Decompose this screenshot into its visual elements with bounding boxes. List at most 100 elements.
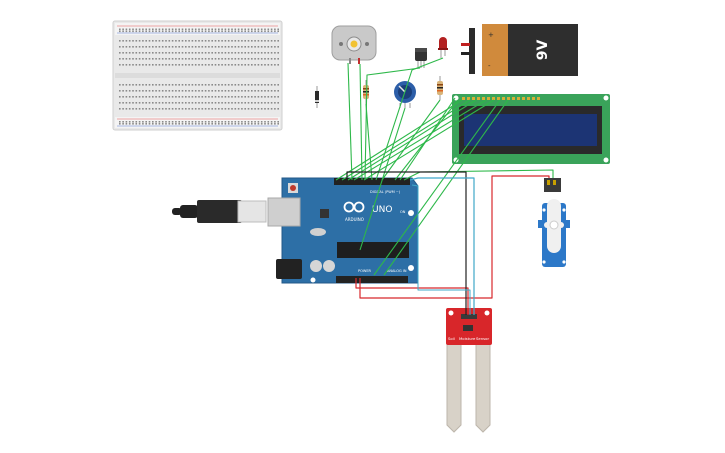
- breadboard-hole[interactable]: [152, 52, 154, 54]
- lcd-pin[interactable]: [487, 97, 490, 100]
- breadboard-hole[interactable]: [191, 102, 194, 104]
- breadboard-hole[interactable]: [218, 58, 220, 60]
- breadboard-hole[interactable]: [277, 102, 279, 104]
- breadboard-hole[interactable]: [260, 121, 263, 123]
- breadboard-hole[interactable]: [178, 121, 180, 123]
- breadboard-hole[interactable]: [158, 84, 161, 86]
- breadboard-hole[interactable]: [145, 28, 147, 31]
- breadboard-hole[interactable]: [277, 30, 279, 33]
- breadboard-hole[interactable]: [260, 90, 263, 92]
- breadboard-hole[interactable]: [158, 96, 161, 98]
- breadboard-hole[interactable]: [208, 64, 210, 66]
- breadboard-hole[interactable]: [208, 108, 210, 110]
- breadboard-hole[interactable]: [135, 64, 138, 66]
- breadboard-hole[interactable]: [128, 121, 131, 123]
- breadboard-hole[interactable]: [237, 64, 240, 66]
- breadboard-hole[interactable]: [135, 121, 138, 123]
- breadboard-hole[interactable]: [138, 123, 141, 125]
- breadboard-hole[interactable]: [178, 102, 180, 104]
- breadboard-hole[interactable]: [178, 46, 180, 48]
- breadboard-hole[interactable]: [135, 28, 138, 31]
- breadboard-hole[interactable]: [224, 90, 227, 92]
- breadboard-hole[interactable]: [119, 52, 121, 54]
- breadboard-hole[interactable]: [204, 102, 207, 104]
- breadboard-hole[interactable]: [158, 90, 161, 92]
- breadboard-hole[interactable]: [168, 28, 171, 31]
- lcd-pin[interactable]: [467, 97, 470, 100]
- breadboard-hole[interactable]: [198, 64, 200, 66]
- breadboard-hole[interactable]: [247, 102, 250, 104]
- breadboard-hole[interactable]: [231, 58, 233, 60]
- breadboard-hole[interactable]: [274, 58, 276, 60]
- breadboard-hole[interactable]: [165, 46, 167, 48]
- breadboard-hole[interactable]: [194, 64, 197, 66]
- breadboard-hole[interactable]: [175, 90, 177, 92]
- breadboard-hole[interactable]: [254, 52, 256, 54]
- breadboard-hole[interactable]: [175, 58, 177, 60]
- breadboard-hole[interactable]: [227, 64, 230, 66]
- breadboard-hole[interactable]: [158, 46, 161, 48]
- breadboard-hole[interactable]: [234, 64, 237, 66]
- breadboard-hole[interactable]: [122, 64, 124, 66]
- breadboard-hole[interactable]: [178, 58, 180, 60]
- breadboard-hole[interactable]: [148, 30, 151, 33]
- breadboard-hole[interactable]: [214, 123, 217, 125]
- breadboard-hole[interactable]: [247, 90, 250, 92]
- breadboard-hole[interactable]: [208, 52, 210, 54]
- breadboard-hole[interactable]: [185, 123, 187, 125]
- breadboard-hole[interactable]: [244, 58, 246, 60]
- breadboard-hole[interactable]: [198, 58, 200, 60]
- breadboard-hole[interactable]: [270, 123, 273, 125]
- breadboard-hole[interactable]: [145, 40, 147, 42]
- breadboard-hole[interactable]: [274, 46, 276, 48]
- breadboard-hole[interactable]: [237, 96, 240, 98]
- breadboard-hole[interactable]: [227, 84, 230, 86]
- breadboard-hole[interactable]: [257, 40, 260, 42]
- lcd-pin[interactable]: [517, 97, 520, 100]
- breadboard-hole[interactable]: [132, 102, 134, 104]
- breadboard-hole[interactable]: [267, 102, 270, 104]
- breadboard-hole[interactable]: [194, 46, 197, 48]
- breadboard-hole[interactable]: [277, 96, 279, 98]
- breadboard-hole[interactable]: [267, 121, 270, 123]
- lcd-pin[interactable]: [462, 97, 465, 100]
- breadboard-hole[interactable]: [260, 102, 263, 104]
- breadboard-hole[interactable]: [122, 28, 124, 31]
- breadboard-hole[interactable]: [158, 123, 161, 125]
- breadboard-hole[interactable]: [168, 84, 171, 86]
- breadboard-hole[interactable]: [138, 64, 141, 66]
- breadboard-hole[interactable]: [132, 108, 134, 110]
- breadboard-hole[interactable]: [237, 40, 240, 42]
- breadboard-hole[interactable]: [264, 30, 266, 33]
- breadboard-hole[interactable]: [142, 58, 144, 60]
- breadboard-hole[interactable]: [145, 108, 147, 110]
- breadboard-hole[interactable]: [270, 28, 273, 31]
- diode[interactable]: [315, 86, 319, 108]
- breadboard-hole[interactable]: [234, 123, 237, 125]
- breadboard-hole[interactable]: [224, 64, 227, 66]
- breadboard-hole[interactable]: [221, 30, 223, 33]
- breadboard-hole[interactable]: [237, 30, 240, 33]
- breadboard-hole[interactable]: [221, 90, 223, 92]
- breadboard-hole[interactable]: [277, 64, 279, 66]
- breadboard-hole[interactable]: [178, 108, 180, 110]
- breadboard-hole[interactable]: [218, 123, 220, 125]
- breadboard-hole[interactable]: [119, 84, 121, 86]
- breadboard-hole[interactable]: [211, 108, 213, 110]
- breadboard-hole[interactable]: [254, 121, 256, 123]
- breadboard-hole[interactable]: [155, 96, 157, 98]
- breadboard-hole[interactable]: [201, 121, 204, 123]
- breadboard-hole[interactable]: [119, 64, 121, 66]
- breadboard-hole[interactable]: [234, 121, 237, 123]
- breadboard-hole[interactable]: [188, 46, 190, 48]
- breadboard-hole[interactable]: [181, 108, 184, 110]
- breadboard-hole[interactable]: [158, 30, 161, 33]
- breadboard-hole[interactable]: [119, 30, 121, 33]
- breadboard-hole[interactable]: [168, 121, 171, 123]
- breadboard-hole[interactable]: [218, 30, 220, 33]
- breadboard-hole[interactable]: [132, 46, 134, 48]
- breadboard-hole[interactable]: [221, 40, 223, 42]
- breadboard-hole[interactable]: [237, 102, 240, 104]
- breadboard-hole[interactable]: [227, 58, 230, 60]
- breadboard-hole[interactable]: [165, 40, 167, 42]
